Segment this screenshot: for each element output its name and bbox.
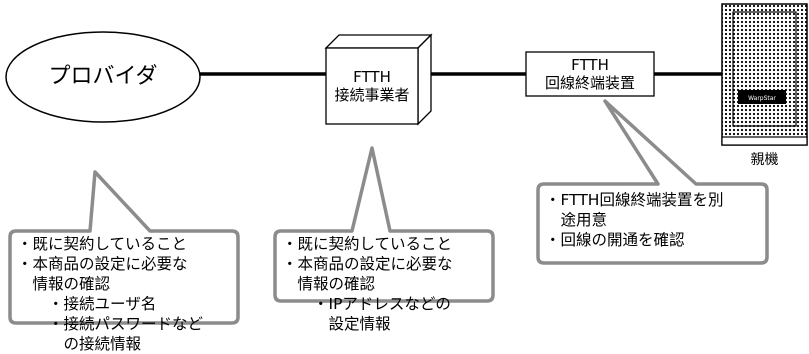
note-line: の接続情報 (17, 335, 142, 353)
ftth-operator-line2: 接続事業者 (334, 86, 410, 104)
callout-provider (8, 170, 240, 325)
router-label: 親機 (750, 152, 779, 168)
note-line: ・既に契約していること (17, 235, 188, 253)
router-device: WarpStar (721, 3, 808, 146)
ftth-operator-label: FTTH 接続事業者 (326, 68, 418, 104)
network-diagram: WarpStar (5, 3, 808, 325)
note-device: ・FTTH回線終端装置を別 途用意 ・回線の開通を確認 (545, 190, 723, 250)
note-line: ・本商品の設定に必要な (282, 255, 453, 273)
ftth-device-box (525, 51, 655, 97)
ftth-operator-line1: FTTH (353, 68, 391, 86)
note-provider: ・既に契約していること ・本商品の設定に必要な 情報の確認 ・接続ユーザ名 ・接… (17, 234, 203, 354)
provider-label: プロバイダ (48, 64, 158, 89)
ftth-device-line2: 回線終端装置 (544, 74, 635, 92)
note-line: 情報の確認 (17, 275, 111, 293)
note-line: ・接続ユーザ名 (17, 295, 157, 313)
note-operator: ・既に契約していること ・本商品の設定に必要な 情報の確認 ・IPアドレスなどの… (282, 234, 453, 334)
note-line: ・本商品の設定に必要な (17, 255, 188, 273)
note-line: 途用意 (545, 211, 608, 229)
ftth-device-label: FTTH 回線終端装置 (526, 56, 654, 92)
callout-device (536, 99, 769, 265)
note-line: ・回線の開通を確認 (545, 231, 685, 249)
callout-operator (273, 146, 495, 303)
ftth-device-line1: FTTH (571, 56, 609, 74)
note-line: ・FTTH回線終端装置を別 (545, 191, 724, 209)
note-line: 情報の確認 (282, 275, 376, 293)
ftth-operator-box (324, 33, 433, 126)
note-line: ・IPアドレスなどの (282, 295, 451, 313)
note-line: 設定情報 (282, 315, 391, 333)
note-line: ・接続パスワードなど (17, 315, 204, 333)
provider-ellipse (5, 31, 201, 123)
note-line: ・既に契約していること (282, 235, 453, 253)
router-logo: WarpStar (748, 95, 776, 102)
